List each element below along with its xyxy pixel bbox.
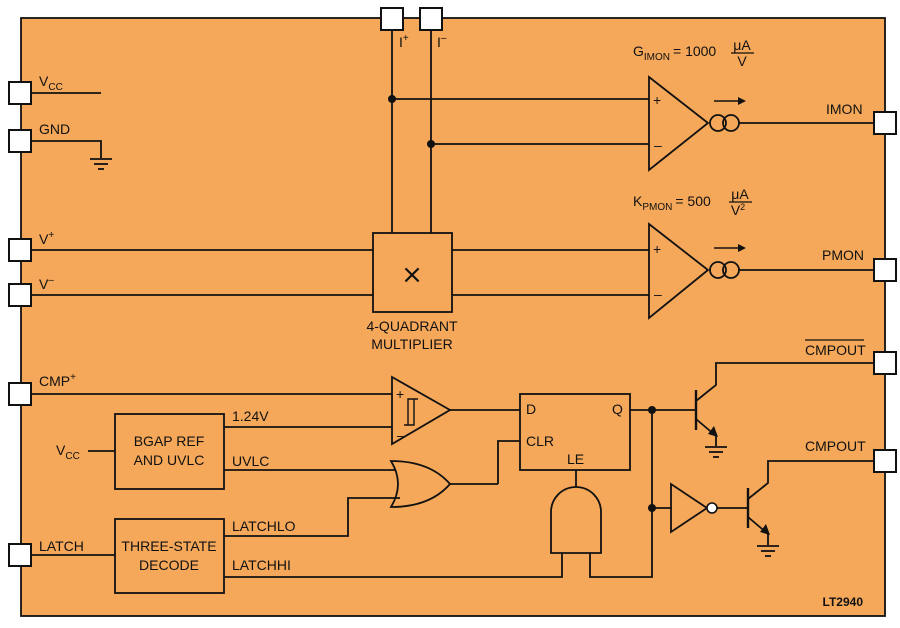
gimon-unit-den: V [737, 53, 747, 69]
latch-clr-label: CLR [526, 433, 554, 449]
pin-cmpout [873, 449, 897, 473]
decode-block [114, 518, 225, 594]
gimon-gain: GIMON= 1000 [633, 43, 716, 63]
latch-d-label: D [526, 401, 536, 417]
chip-body [20, 17, 886, 617]
pin-vcc-label: VCC [39, 73, 63, 93]
vcc-input-label: VCC [56, 442, 80, 462]
uvlc-label: UVLC [232, 453, 269, 469]
ground-symbol-gnd [90, 158, 112, 170]
multiplier-label-line2: MULTIPLIER [371, 336, 452, 352]
inverter [670, 482, 709, 534]
pin-cmpout-bar [873, 351, 897, 375]
pin-iminus [419, 7, 443, 31]
latch-q-label: Q [612, 401, 623, 417]
latchhi-label: LATCHHI [232, 557, 291, 573]
multiplier-block [372, 232, 453, 313]
pin-gnd [8, 129, 32, 153]
pin-cmpout-bar-label: CMPOUT [805, 342, 866, 358]
pmon-amp-plus: + [653, 241, 661, 257]
kpmon-unit-den: V2 [731, 202, 745, 218]
d-latch [519, 393, 631, 471]
decode-label-line2: DECODE [139, 557, 199, 573]
imon-amplifier [648, 75, 710, 172]
bgap-block [114, 413, 225, 490]
latch-le-label: LE [567, 451, 584, 467]
pin-gnd-label: GND [39, 121, 70, 137]
pmon-amp-minus: – [654, 286, 662, 302]
pin-vcc [8, 81, 32, 105]
pin-vplus [8, 238, 32, 262]
ground-symbol-cmpout [757, 545, 779, 557]
pin-imon [873, 111, 897, 135]
comparator-minus: – [397, 427, 405, 443]
hysteresis-icon [404, 398, 418, 426]
or-gate [389, 460, 452, 508]
npn-transistor-cmpout [746, 460, 874, 545]
pin-iplus [380, 7, 404, 31]
multiplier-label-line1: 4-QUADRANT [366, 318, 457, 334]
pin-cmpout-label: CMPOUT [805, 438, 866, 454]
npn-transistor-cmpout-bar [694, 362, 874, 446]
latchlo-label: LATCHLO [232, 518, 296, 534]
bgap-label-line1: BGAP REF [134, 433, 205, 449]
multiplier-symbol: × [401, 260, 423, 290]
pin-latch [8, 543, 32, 567]
kpmon-gain: KPMON= 500 [633, 193, 711, 213]
pin-latch-label: LATCH [39, 538, 84, 554]
gimon-unit-num: μA [733, 37, 751, 53]
imon-amp-minus: – [654, 137, 662, 153]
part-number: LT2940 [823, 595, 864, 609]
decode-label-line1: THREE-STATE [121, 538, 216, 554]
pin-iminus-label: I– [437, 33, 447, 50]
and-gate [550, 486, 602, 554]
pmon-current-source-icon [709, 244, 746, 279]
pin-cmp-label: CMP+ [39, 372, 76, 389]
comparator [391, 375, 452, 446]
bgap-label-line2: AND UVLC [134, 452, 205, 468]
pin-vminus [8, 283, 32, 307]
pmon-amplifier [648, 222, 710, 320]
pin-pmon [873, 258, 897, 282]
pin-vplus-label: V+ [39, 230, 54, 247]
pin-pmon-label: PMON [822, 247, 864, 263]
imon-amp-plus: + [653, 92, 661, 108]
pin-imon-label: IMON [826, 101, 863, 117]
ref-voltage-label: 1.24V [232, 408, 269, 424]
pin-cmp [8, 382, 32, 406]
comparator-plus: + [396, 386, 404, 402]
pin-iplus-label: I+ [399, 33, 409, 50]
inverter-bubble [706, 502, 718, 514]
kpmon-unit-num: μA [731, 186, 749, 202]
pin-vminus-label: V– [39, 275, 54, 292]
ground-symbol-cmpout-bar [705, 446, 727, 458]
